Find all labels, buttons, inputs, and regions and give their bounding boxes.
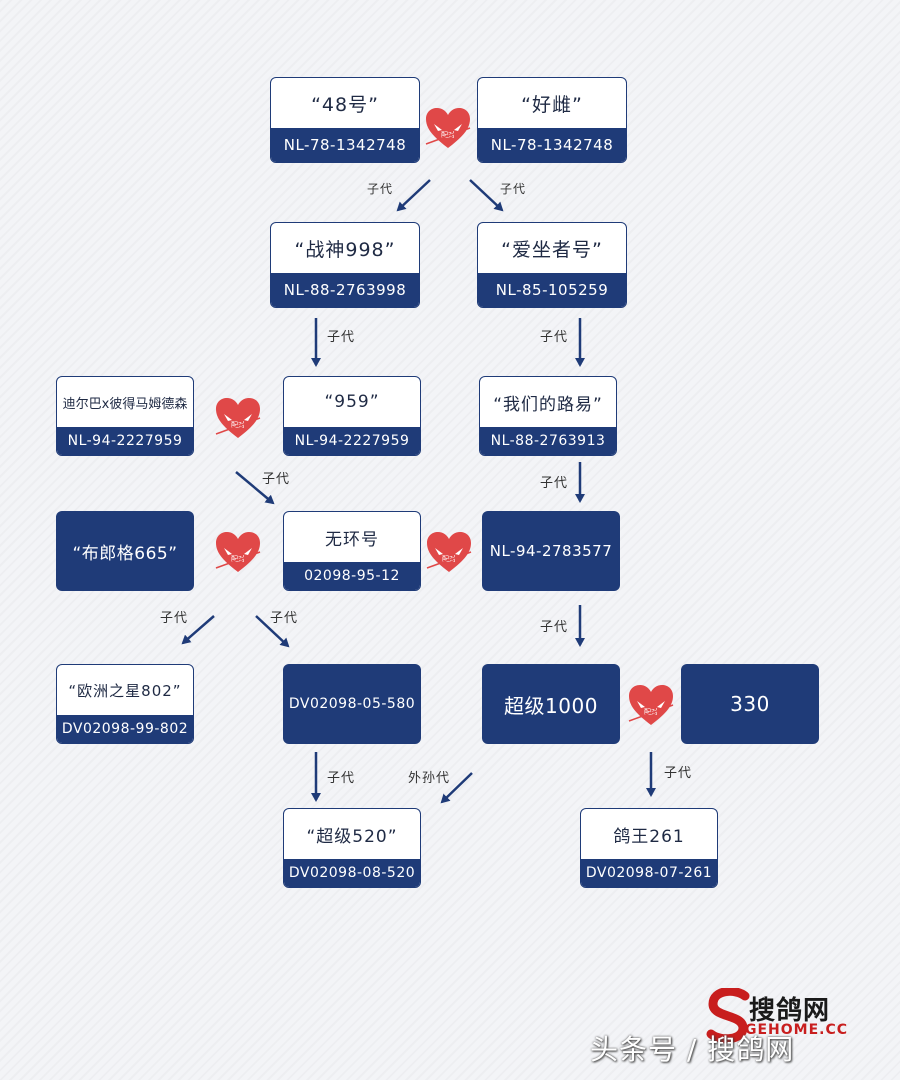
node-ring: NL-78-1342748 [271,128,419,162]
logo-s-icon [706,988,750,1044]
heart-icon: 配对 [425,108,471,148]
pair-label: 配对 [441,130,455,139]
logo-sub: GEHOME.CC [745,1022,849,1038]
node-name: “48号” [311,93,379,116]
node-name: “战神998” [294,238,396,261]
label-grandchild: 外孙代 [408,771,451,786]
heart-icon: 配对 [426,532,472,572]
node-ring: NL-94-2227959 [57,427,193,455]
label-child: 子代 [540,330,569,345]
node-zhanshen: “战神998” NL-88-2763998 [270,222,420,308]
node-chaoji1000: 超级1000 [482,664,620,744]
pair-label: 配对 [231,554,245,563]
node-gewang: 鸽王261 DV02098-07-261 [580,808,718,888]
arrow-haochi-to-aizuozhe [469,179,504,212]
label-child: 子代 [327,330,356,345]
node-wuhuan: 无环号 02098-95-12 [283,511,421,591]
node-women: “我们的路易” NL-88-2763913 [479,376,617,456]
heart-icon: 配对 [628,685,674,725]
node-haochi: “好雌” NL-78-1342748 [477,77,627,163]
node-ring: NL-85-105259 [478,273,626,307]
pair-label: 配对 [231,420,245,429]
node-dier: 迪尔巴x彼得马姆德森 NL-94-2227959 [56,376,194,456]
watermark-caption: 头条号 / 搜鸽网 [590,1033,795,1066]
watermark-logo: 搜鸽网 GEHOME.CC [705,988,875,1048]
label-child: 子代 [664,766,693,781]
node-ring: DV02098-99-802 [57,715,193,743]
node-ring: 02098-95-12 [284,562,420,590]
node-ring: DV02098-08-520 [284,859,420,887]
node-959: “959” NL-94-2227959 [283,376,421,456]
label-child: 子代 [327,771,356,786]
node-ring: NL-88-2763913 [480,427,616,455]
label-child: 子代 [500,182,527,196]
node-name: 鸽王261 [613,826,685,847]
node-name: “好雌” [521,93,583,116]
node-ring: NL-94-2227959 [284,427,420,455]
node-name: “超级520” [306,826,398,847]
node-name: 无环号 [325,529,379,550]
node-name: “959” [324,392,380,412]
label-child: 子代 [540,620,569,635]
pair-label: 配对 [644,707,658,716]
node-nl94: NL-94-2783577 [482,511,620,591]
arrow-48-to-zhanshen [396,179,431,212]
node-ouzhou: “欧洲之星802” DV02098-99-802 [56,664,194,744]
label-child: 子代 [270,611,299,626]
node-ring: NL-88-2763998 [271,273,419,307]
label-child: 子代 [262,472,291,487]
logo-text: 搜鸽网 [749,996,831,1026]
node-bulangge: “布郎格665” [56,511,194,591]
node-ring: NL-78-1342748 [478,128,626,162]
node-name: 迪尔巴x彼得马姆德森 [62,396,188,412]
node-name: “欧洲之星802” [68,681,182,700]
label-child: 子代 [540,476,569,491]
node-dv580: DV02098-05-580 [283,664,421,744]
label-child: 子代 [367,182,394,196]
pair-label: 配对 [442,554,456,563]
node-330: 330 [681,664,819,744]
node-48: “48号” NL-78-1342748 [270,77,420,163]
node-name: “爱坐者号” [501,238,603,261]
label-child: 子代 [160,611,189,626]
node-aizuozhe: “爱坐者号” NL-85-105259 [477,222,627,308]
node-name: “我们的路易” [493,394,603,415]
node-chaoji520: “超级520” DV02098-08-520 [283,808,421,888]
node-ring: DV02098-07-261 [581,859,717,887]
heart-icon: 配对 [215,398,261,438]
heart-icon: 配对 [215,532,261,572]
